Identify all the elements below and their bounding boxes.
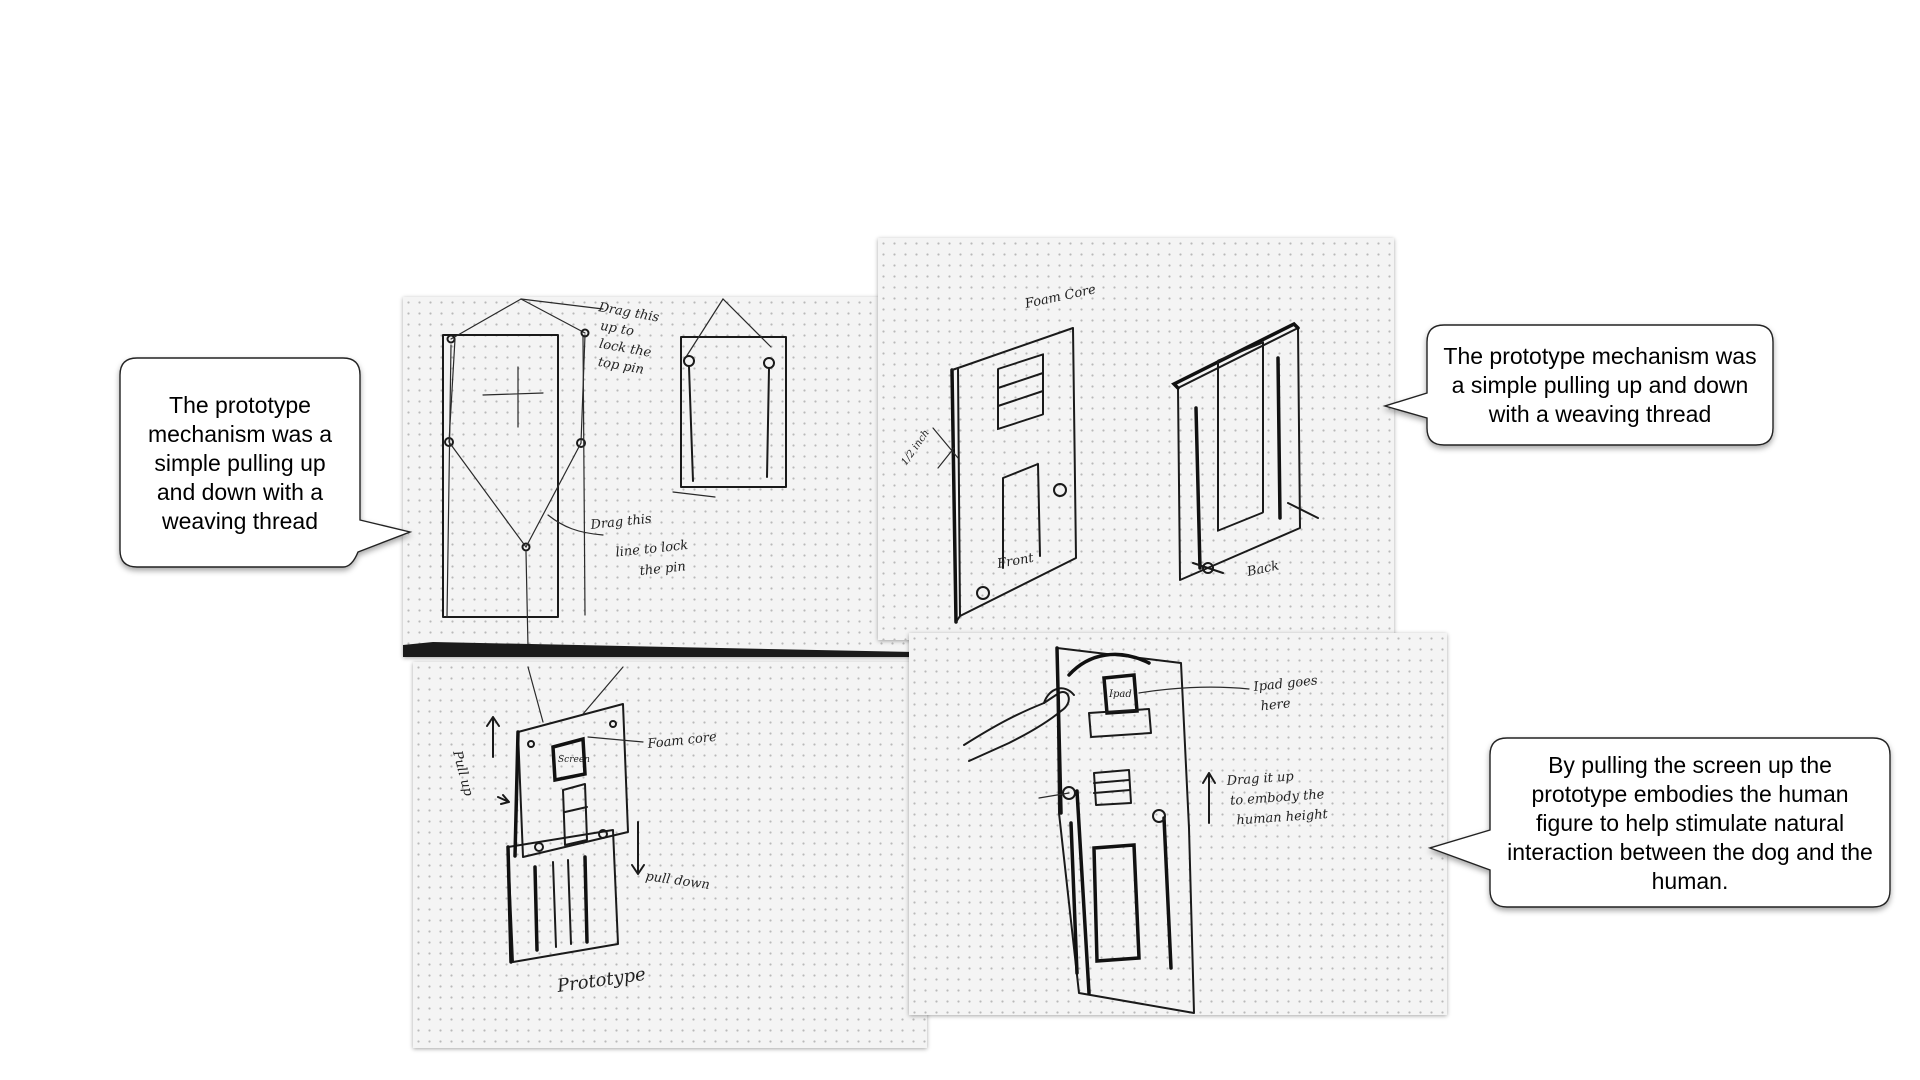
callout-right-bottom: By pulling the screen up the prototype e… — [1492, 742, 1888, 904]
callout-right-top: The prototype mechanism was a simple pul… — [1429, 329, 1771, 442]
callout-left: The prototype mechanism was a simple pul… — [122, 362, 358, 564]
